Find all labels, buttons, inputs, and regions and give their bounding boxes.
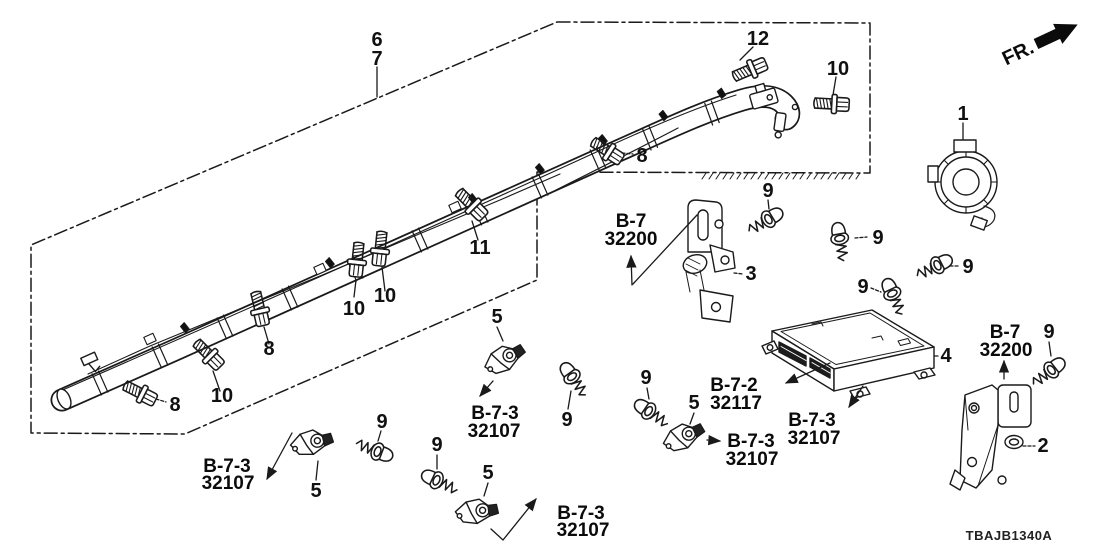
callout-9-g: 9 <box>431 434 442 456</box>
ref-label-b73-32107-left: B-7-3 32107 <box>202 456 255 494</box>
ref-line: 32107 <box>202 473 255 494</box>
ref-line: 32117 <box>710 393 762 414</box>
callout-5-b: 5 <box>310 480 321 502</box>
callout-12: 12 <box>747 28 769 50</box>
sensor-5-b <box>288 426 336 460</box>
ref-line: 32107 <box>726 449 779 470</box>
ref-line: B-7 <box>990 322 1021 343</box>
screw-9-h <box>554 357 594 401</box>
ref-label-b73-32107-mid: B-7-3 32107 <box>726 431 779 470</box>
ref-label-b73-32107-upper: B-7-3 32107 <box>468 403 521 442</box>
callout-9-j: 9 <box>640 367 651 389</box>
leader-lines <box>212 46 1052 497</box>
airbag-left-clip <box>80 351 101 373</box>
callout-9-f: 9 <box>376 411 387 433</box>
screw-9-e <box>1027 352 1071 392</box>
airbag-wrap-bands <box>91 100 720 396</box>
callout-3: 3 <box>745 263 756 285</box>
ref-line: B-7-3 <box>788 410 836 431</box>
ref-line: 32107 <box>468 421 521 442</box>
labels: 6 7 12 10 8 11 9 1 9 9 9 10 10 8 10 8 5 … <box>169 28 1054 543</box>
ref-line: B-7-3 <box>557 503 605 524</box>
sensor-5-c <box>452 493 502 531</box>
sensor-5-a <box>481 342 529 376</box>
ref-line: B-7-3 <box>471 403 519 424</box>
ref-line: 32107 <box>557 520 610 541</box>
screw-9-g <box>417 464 462 499</box>
screw-9-a <box>743 202 788 240</box>
bolt-8-c <box>119 375 161 410</box>
callout-9-e: 9 <box>1043 321 1054 343</box>
callout-10-a: 10 <box>827 58 849 80</box>
ref-line: 32200 <box>980 340 1033 361</box>
callout-4: 4 <box>940 345 952 367</box>
airbag-end-cap <box>56 388 72 410</box>
callout-10-d: 10 <box>374 285 396 307</box>
screw-9-j <box>629 394 674 432</box>
ref-line: B-7-3 <box>203 456 251 477</box>
callout-8-a: 8 <box>636 145 647 167</box>
callout-5-c: 5 <box>482 462 493 484</box>
callout-7: 7 <box>371 48 382 70</box>
callout-5-d: 5 <box>688 392 699 414</box>
ref-label-b72-32117: B-7-2 32117 <box>710 375 762 414</box>
callout-9-h: 9 <box>561 409 572 431</box>
srs-unit <box>761 309 936 399</box>
diagram-code: TBAJB1340A <box>966 528 1053 543</box>
ref-line: B-7-3 <box>727 431 775 452</box>
screw-9-c <box>876 274 911 319</box>
ref-label-b7-32200-right: B-7 32200 <box>980 322 1033 361</box>
curtain-airbag-assembly <box>50 82 801 412</box>
screw-9-b <box>827 220 854 263</box>
callout-10-e: 10 <box>211 385 233 407</box>
sensor-5-d <box>661 421 707 453</box>
callout-10-c: 10 <box>343 298 365 320</box>
dashed-leaders <box>155 152 1036 447</box>
callout-6: 6 <box>371 29 382 51</box>
callout-1: 1 <box>957 103 968 125</box>
ref-label-b73-32107-center: B-7-3 32107 <box>788 410 841 449</box>
assembly-boundary <box>30 21 871 435</box>
callout-2: 2 <box>1037 435 1048 457</box>
ref-label-b73-32107-bottom: B-7-3 32107 <box>557 503 610 541</box>
fr-label: FR. <box>999 37 1037 71</box>
airbag-harness <box>87 173 561 375</box>
airbag-right-bracket <box>749 82 799 139</box>
ref-line: B-7-2 <box>710 375 758 396</box>
ref-line: 32200 <box>605 229 658 250</box>
ref-label-b7-32200-left: B-7 32200 <box>605 211 658 250</box>
reference-arrows <box>266 214 1010 541</box>
callout-5-a: 5 <box>491 306 502 328</box>
fr-direction-arrow <box>1033 23 1078 49</box>
screw-9-d <box>912 249 957 285</box>
ref-line: B-7 <box>616 211 647 232</box>
callout-11: 11 <box>469 237 490 259</box>
screw-9-f <box>352 434 397 467</box>
callout-8-b: 8 <box>263 338 274 360</box>
bolt-12 <box>728 53 771 87</box>
callout-9-c: 9 <box>857 276 868 298</box>
boundary-hatch-marks <box>701 172 861 180</box>
callout-9-b: 9 <box>872 227 883 249</box>
cable-reel <box>927 139 998 231</box>
bracket-2 <box>949 384 1032 491</box>
bolt-10-a <box>812 92 851 116</box>
bracket-3 <box>682 199 736 323</box>
ref-line: 32107 <box>788 428 841 449</box>
callout-9-d: 9 <box>962 256 973 278</box>
callout-9-a: 9 <box>762 180 773 202</box>
callout-8-c: 8 <box>169 394 180 416</box>
